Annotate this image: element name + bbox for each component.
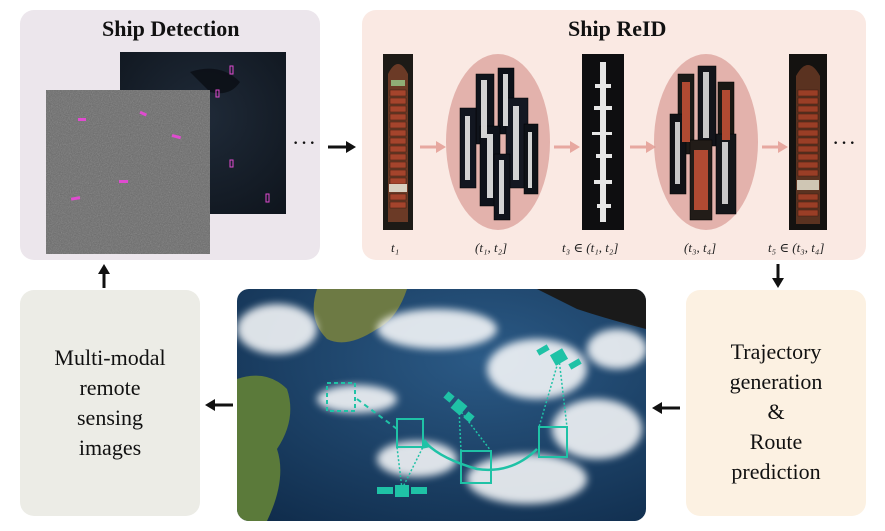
sar-detection-image	[46, 90, 210, 254]
ship-image-t1	[383, 54, 413, 230]
multimodal-text: Multi-modal remote sensing images	[20, 343, 200, 463]
time-label: t₃ ∈ (t₁, t₂]	[562, 240, 619, 255]
satellite-icon	[536, 344, 582, 370]
ship-reid-title: Ship ReID	[568, 16, 667, 41]
detection-ellipsis: ···	[292, 130, 317, 155]
ship-image-t5	[789, 54, 827, 230]
time-label: (t₁, t₂]	[475, 240, 508, 255]
reid-ellipsis: ···	[832, 130, 857, 155]
trajectory-line: &	[767, 399, 785, 424]
arrow-left-icon	[652, 402, 680, 414]
ship-group-t3-t4	[654, 54, 758, 230]
arrow-left-icon	[205, 399, 233, 411]
detection-box	[215, 89, 220, 98]
ship-group-t1-t2	[446, 54, 550, 230]
detection-box	[78, 118, 86, 121]
arrow-up-icon	[98, 264, 110, 288]
detection-box	[265, 193, 270, 203]
detection-box	[229, 159, 234, 168]
trajectory-line: Route	[749, 429, 803, 454]
multimodal-line: images	[78, 435, 142, 460]
arrow-right-icon	[630, 141, 656, 153]
satellite-icon	[377, 485, 427, 497]
time-label: (t₃, t₄]	[684, 240, 717, 255]
detection-box	[70, 196, 81, 201]
multimodal-panel	[20, 290, 200, 516]
multimodal-line: Multi-modal	[54, 345, 166, 370]
ship-detection-title: Ship Detection	[102, 16, 240, 41]
ship-image-t3	[582, 54, 624, 230]
footprint-box	[326, 382, 356, 412]
multimodal-line: sensing	[77, 405, 143, 430]
trajectory-line: Trajectory	[730, 339, 822, 364]
time-label: t₁	[391, 240, 400, 255]
arrow-right-icon	[762, 141, 788, 153]
detection-box	[171, 133, 182, 140]
detection-box	[119, 180, 128, 183]
time-label: t₅ ∈ (t₃, t₄]	[768, 240, 825, 255]
detection-box	[229, 65, 234, 75]
satellite-icon	[443, 391, 475, 423]
trajectory-panel	[686, 290, 866, 516]
arrow-right-icon	[554, 141, 580, 153]
detection-box	[139, 110, 148, 117]
arrow-right-icon	[328, 141, 356, 153]
earth-satellite-image	[237, 289, 646, 521]
trajectory-text: Trajectory generation & Route prediction	[686, 337, 866, 487]
footprint-box	[460, 450, 492, 484]
trajectory-line: generation	[729, 369, 823, 394]
multimodal-line: remote	[79, 375, 141, 400]
arrow-right-icon	[420, 141, 446, 153]
trajectory-line: prediction	[731, 459, 821, 484]
footprint-box	[396, 418, 424, 448]
footprint-box	[538, 426, 568, 458]
arrow-down-icon	[772, 264, 784, 288]
